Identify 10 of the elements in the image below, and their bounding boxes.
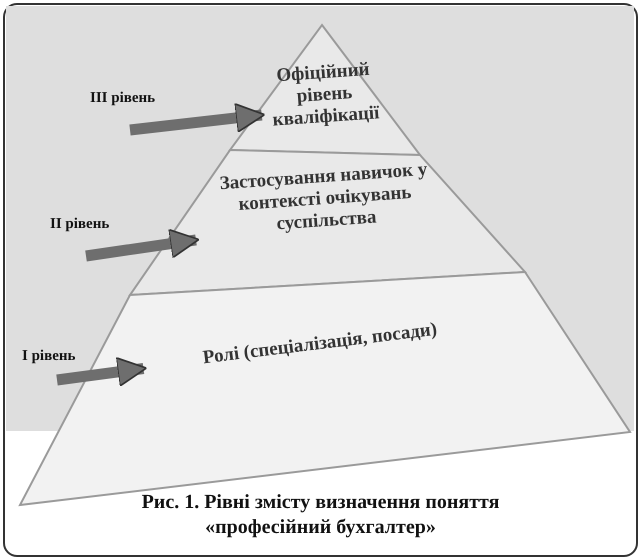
tier-text: Застосування навичок у контексті очікувань суспільства (218, 158, 429, 236)
arrow (85, 228, 200, 262)
level-label: II рівень (50, 216, 110, 233)
tier-text: Офіційний рівень кваліфікації (270, 58, 382, 132)
arrow (56, 356, 148, 387)
level-label: I рівень (22, 348, 76, 365)
tier-text: Ролі (спеціалізація, посади) (200, 318, 440, 370)
figure-caption: Рис. 1. Рівні змісту визначення поняття «професійний бухгалтер» (140, 490, 500, 540)
arrow (129, 102, 266, 136)
level-label: III рівень (90, 90, 156, 107)
